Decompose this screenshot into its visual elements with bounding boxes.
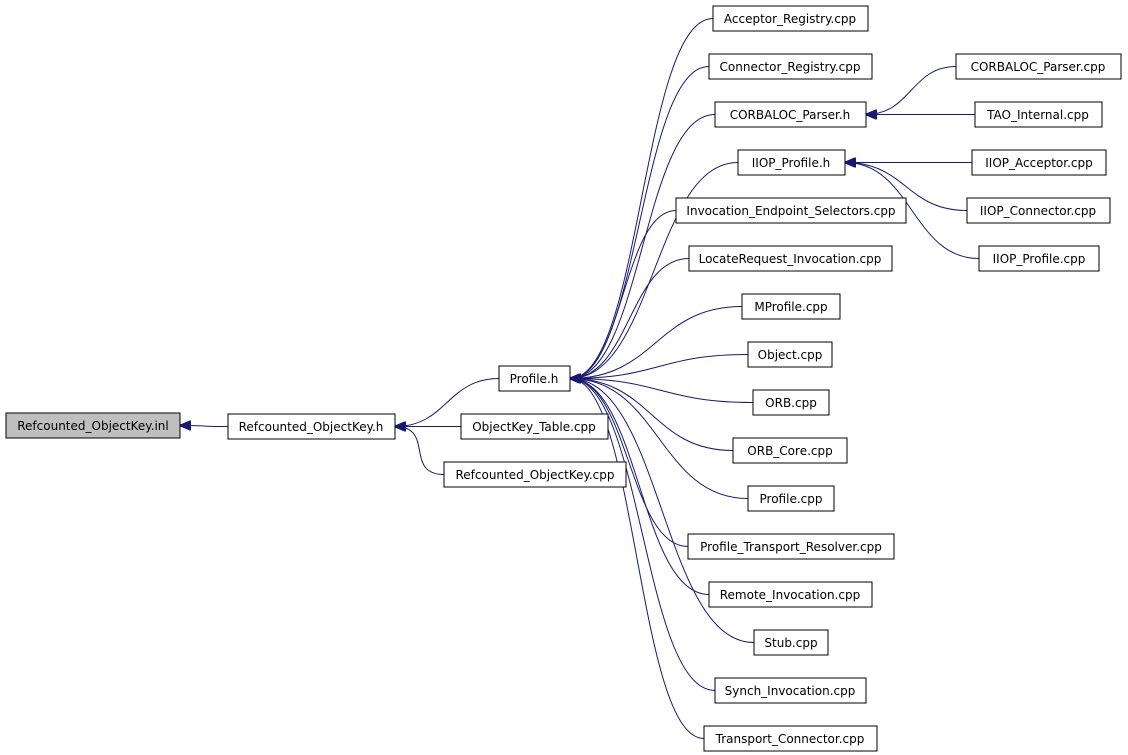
node-iiop-acceptor-cpp[interactable]: IIOP_Acceptor.cpp: [971, 149, 1107, 176]
node-label: Connector_Registry.cpp: [720, 60, 861, 74]
edge-path: [570, 379, 689, 547]
node-label: Invocation_Endpoint_Selectors.cpp: [686, 204, 895, 218]
node-iiop-profile-cpp[interactable]: IIOP_Profile.cpp: [978, 245, 1100, 272]
node-object-cpp[interactable]: Object.cpp: [747, 341, 833, 368]
node-label: TAO_Internal.cpp: [986, 108, 1089, 122]
edge-remote-invocation-cpp-to-profile-h: [570, 379, 710, 595]
edge-acceptor-registry-cpp-to-profile-h: [570, 18, 714, 379]
node-profile-h[interactable]: Profile.h: [498, 365, 571, 392]
node-label: LocateRequest_Invocation.cpp: [699, 252, 882, 266]
node-objectkey-table-cpp[interactable]: ObjectKey_Table.cpp: [460, 413, 609, 440]
node-label: Stub.cpp: [764, 636, 817, 650]
node-label: Refcounted_ObjectKey.inl: [17, 419, 168, 433]
node-label: Refcounted_ObjectKey.cpp: [455, 468, 614, 482]
edge-path: [395, 378, 500, 427]
node-label: MProfile.cpp: [754, 300, 827, 314]
node-corbaloc-parser-cpp[interactable]: CORBALOC_Parser.cpp: [955, 53, 1122, 80]
edge-synch-invocation-cpp-to-profile-h: [570, 379, 716, 691]
node-mprofile-cpp[interactable]: MProfile.cpp: [741, 293, 841, 320]
edge-path: [570, 379, 749, 499]
edge-path: [570, 379, 710, 595]
edge-path: [570, 379, 755, 643]
edge-path: [845, 163, 980, 259]
node-label: IIOP_Profile.cpp: [993, 252, 1086, 266]
edge-locaterequest-invocation-cpp-to-profile-h: [570, 258, 690, 379]
node-label: ObjectKey_Table.cpp: [472, 420, 596, 434]
node-label: IIOP_Profile.h: [752, 156, 831, 170]
node-corbaloc-parser-h[interactable]: CORBALOC_Parser.h: [714, 101, 867, 128]
edge-iiop-profile-h-to-profile-h: [570, 162, 739, 379]
node-synch-invocation-cpp[interactable]: Synch_Invocation.cpp: [714, 677, 867, 704]
edge-profile-transport-resolver-cpp-to-profile-h: [570, 379, 689, 547]
edge-profile-h-to-refcounted-objectkey-h: [395, 378, 500, 427]
node-locaterequest-invocation-cpp[interactable]: LocateRequest_Invocation.cpp: [688, 245, 893, 272]
node-label: CORBALOC_Parser.cpp: [971, 60, 1106, 74]
node-profile-cpp[interactable]: Profile.cpp: [747, 485, 835, 512]
node-label: ORB.cpp: [765, 396, 817, 410]
edge-transport-connector-cpp-to-profile-h: [570, 379, 705, 739]
edge-path: [570, 379, 716, 691]
edge-path: [570, 258, 690, 379]
node-label: Synch_Invocation.cpp: [725, 684, 856, 698]
node-label: CORBALOC_Parser.h: [730, 108, 851, 122]
edge-orb-cpp-to-profile-h: [570, 379, 754, 403]
edge-path: [570, 114, 716, 379]
edge-path: [845, 163, 968, 211]
node-iiop-connector-cpp[interactable]: IIOP_Connector.cpp: [966, 197, 1111, 224]
edge-path: [570, 379, 734, 451]
edge-path: [570, 306, 743, 379]
node-orb-cpp[interactable]: ORB.cpp: [752, 389, 830, 416]
edge-stub-cpp-to-profile-h: [570, 379, 755, 643]
node-connector-registry-cpp[interactable]: Connector_Registry.cpp: [708, 53, 873, 80]
edge-refcounted-objectkey-cpp-to-refcounted-objectkey-h: [395, 427, 445, 475]
edge-mprofile-cpp-to-profile-h: [570, 306, 743, 379]
edge-path: [570, 18, 714, 379]
node-refcounted-objectkey-inl[interactable]: Refcounted_ObjectKey.inl: [5, 412, 181, 439]
edge-orb-core-cpp-to-profile-h: [570, 379, 734, 451]
edge-path: [866, 66, 957, 115]
edge-invocation-endpoint-selectors-cpp-to-profile-h: [570, 210, 677, 379]
edge-profile-cpp-to-profile-h: [570, 379, 749, 499]
edge-refcounted-objectkey-h-to-refcounted-objectkey-inl: [180, 426, 229, 427]
node-label: IIOP_Acceptor.cpp: [985, 156, 1092, 170]
edge-path: [570, 379, 705, 739]
edge-path: [570, 162, 739, 379]
edge-path: [395, 427, 445, 475]
node-label: Acceptor_Registry.cpp: [724, 12, 856, 26]
edge-corbaloc-parser-h-to-profile-h: [570, 114, 716, 379]
node-label: Transport_Connector.cpp: [715, 732, 865, 746]
edge-corbaloc-parser-cpp-to-corbaloc-parser-h: [866, 66, 957, 115]
edge-iiop-profile-cpp-to-iiop-profile-h: [845, 163, 980, 259]
node-transport-connector-cpp[interactable]: Transport_Connector.cpp: [703, 725, 878, 752]
node-invocation-endpoint-selectors-cpp[interactable]: Invocation_Endpoint_Selectors.cpp: [675, 197, 907, 224]
node-acceptor-registry-cpp[interactable]: Acceptor_Registry.cpp: [712, 5, 869, 32]
edge-path: [570, 210, 677, 379]
node-label: Object.cpp: [758, 348, 823, 362]
node-stub-cpp[interactable]: Stub.cpp: [753, 629, 829, 656]
edge-iiop-connector-cpp-to-iiop-profile-h: [845, 163, 968, 211]
node-tao-internal-cpp[interactable]: TAO_Internal.cpp: [974, 101, 1103, 128]
node-remote-invocation-cpp[interactable]: Remote_Invocation.cpp: [708, 581, 873, 608]
node-label: IIOP_Connector.cpp: [980, 204, 1096, 218]
edge-path: [180, 426, 229, 427]
edge-path: [570, 354, 749, 379]
node-label: Profile.cpp: [760, 492, 823, 506]
node-profile-transport-resolver-cpp[interactable]: Profile_Transport_Resolver.cpp: [687, 533, 895, 560]
node-refcounted-objectkey-h[interactable]: Refcounted_ObjectKey.h: [227, 413, 396, 440]
node-label: Refcounted_ObjectKey.h: [239, 420, 384, 434]
node-orb-core-cpp[interactable]: ORB_Core.cpp: [732, 437, 848, 464]
edges-layer: [180, 18, 980, 739]
node-label: Remote_Invocation.cpp: [720, 588, 860, 602]
node-iiop-profile-h[interactable]: IIOP_Profile.h: [737, 149, 846, 176]
node-label: Profile_Transport_Resolver.cpp: [700, 540, 882, 554]
edge-path: [570, 379, 754, 403]
node-refcounted-objectkey-cpp[interactable]: Refcounted_ObjectKey.cpp: [443, 461, 627, 488]
nodes-layer: Refcounted_ObjectKey.inl Refcounted_Obje…: [5, 5, 1122, 752]
node-label: ORB_Core.cpp: [747, 444, 832, 458]
node-label: Profile.h: [510, 372, 559, 386]
edge-object-cpp-to-profile-h: [570, 354, 749, 379]
